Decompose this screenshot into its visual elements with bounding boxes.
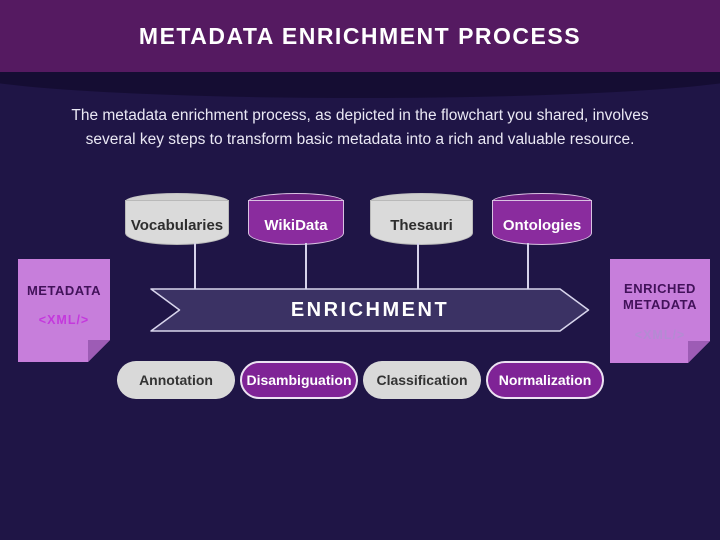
header-shadow-curve [0, 72, 720, 98]
cylinder-body: Vocabularies [125, 200, 229, 245]
cylinder-ontologies: Ontologies [492, 193, 592, 245]
connector-line-wikidata [305, 243, 307, 290]
note-corner-fold [688, 341, 710, 363]
connector-line-thesauri [417, 243, 419, 290]
cylinder-label: Vocabularies [130, 217, 224, 234]
connector-line-ontologies [527, 243, 529, 290]
enriched-metadata-note: ENRICHED METADATA <XML/> [610, 259, 710, 363]
connector-line-vocabularies [194, 243, 196, 290]
chevron-banner-shape [150, 288, 590, 332]
header-bar: METADATA ENRICHMENT PROCESS [0, 0, 720, 72]
cylinder-body: WikiData [248, 200, 344, 245]
cylinder-label: Thesauri [390, 217, 453, 234]
note-title-line-1: ENRICHED [624, 281, 696, 296]
cylinder-wikidata: WikiData [248, 193, 344, 245]
steps-row: Annotation Disambiguation Classification… [117, 361, 604, 399]
metadata-note-title: METADATA [26, 283, 102, 298]
enrichment-banner: ENRICHMENT [150, 288, 590, 332]
enriched-metadata-note-title: ENRICHED METADATA [610, 281, 710, 314]
step-pill-classification: Classification [363, 361, 481, 399]
note-title-line-2: METADATA [622, 297, 698, 313]
description-line-1: The metadata enrichment process, as depi… [71, 107, 649, 124]
cylinder-body: Ontologies [492, 200, 592, 245]
metadata-note: METADATA <XML/> [18, 259, 110, 362]
xml-tag: <XML/> [634, 327, 686, 342]
description-text: The metadata enrichment process, as depi… [0, 104, 720, 152]
step-pill-normalization: Normalization [486, 361, 604, 399]
xml-tag: <XML/> [38, 313, 90, 328]
cylinder-vocabularies: Vocabularies [125, 193, 229, 245]
cylinder-label: Ontologies [502, 217, 582, 234]
step-pill-disambiguation: Disambiguation [240, 361, 358, 399]
step-pill-annotation: Annotation [117, 361, 235, 399]
note-corner-fold [88, 340, 110, 362]
cylinder-body: Thesauri [370, 200, 473, 245]
page-title: METADATA ENRICHMENT PROCESS [138, 22, 582, 49]
cylinder-thesauri: Thesauri [370, 193, 473, 245]
enrichment-label: ENRICHMENT [290, 298, 450, 321]
cylinder-label: WikiData [264, 217, 328, 234]
description-line-2: several key steps to transform basic met… [85, 131, 635, 149]
